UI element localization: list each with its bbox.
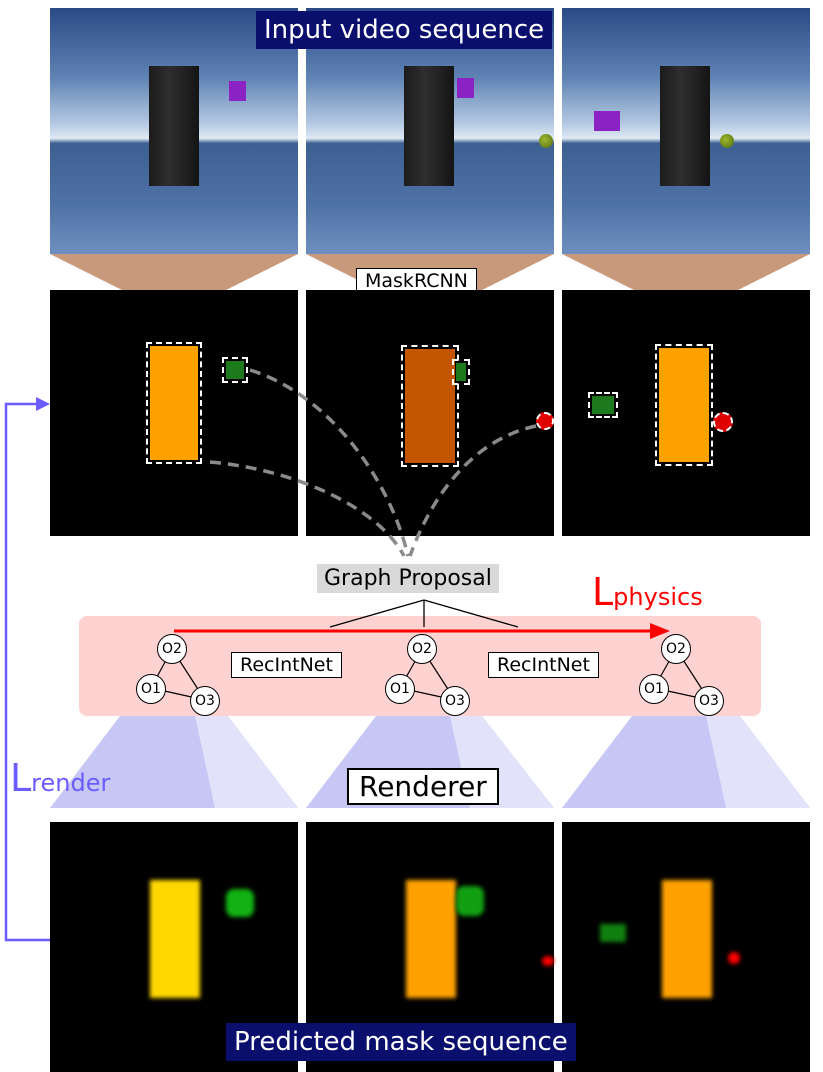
green-mask xyxy=(222,357,248,383)
projection-3-light xyxy=(706,716,810,808)
projection-1-light xyxy=(195,716,298,808)
node-o3: O3 xyxy=(440,686,470,716)
proposal-curves xyxy=(209,368,537,557)
purple-cube xyxy=(229,81,246,101)
purple-cube xyxy=(457,78,474,98)
render-l: L xyxy=(10,756,32,800)
curve-red-2 xyxy=(408,424,537,557)
renderer-projections xyxy=(50,716,810,808)
mask-frame-2 xyxy=(306,290,554,536)
node-o2: O2 xyxy=(407,634,437,664)
mask-frame-1 xyxy=(50,290,298,536)
recintnet-box-1: RecIntNet xyxy=(231,652,342,678)
render-sub: render xyxy=(31,769,111,797)
render-arrow-head xyxy=(36,397,50,411)
physics-l: L xyxy=(592,570,614,614)
node-o2: O2 xyxy=(661,634,691,664)
node-o1: O1 xyxy=(639,674,669,704)
funnel-1 xyxy=(50,254,298,290)
proposal-line-right xyxy=(423,599,519,628)
pred-red xyxy=(728,952,740,964)
green-mask xyxy=(452,359,470,385)
input-title: Input video sequence xyxy=(256,11,553,49)
input-frame-3 xyxy=(562,8,810,254)
dark-pillar xyxy=(660,66,710,186)
pred-pillar xyxy=(406,880,456,998)
input-frame-2 xyxy=(306,8,554,254)
physics-sub: physics xyxy=(613,583,703,611)
input-frame-1 xyxy=(50,8,298,254)
renderer-label: Renderer xyxy=(347,768,499,805)
red-mask xyxy=(536,412,554,430)
node-o1: O1 xyxy=(136,674,166,704)
pred-pillar xyxy=(662,880,712,998)
graph-proposal-box: Graph Proposal xyxy=(317,564,499,593)
green-ball xyxy=(720,134,734,148)
pillar-mask xyxy=(146,342,202,464)
proposal-line-left xyxy=(329,599,425,628)
red-mask xyxy=(713,412,733,432)
curve-green-1 xyxy=(249,368,410,557)
pred-green xyxy=(456,886,484,916)
node-o1: O1 xyxy=(385,674,415,704)
node-o3: O3 xyxy=(190,686,220,716)
green-ball xyxy=(539,134,553,148)
node-o2: O2 xyxy=(157,634,187,664)
pillar-mask xyxy=(401,345,459,467)
mask-frame-3 xyxy=(562,290,810,536)
maskrcnn-funnels xyxy=(50,254,810,290)
pred-pillar xyxy=(150,880,200,998)
dark-pillar xyxy=(149,66,199,186)
funnel-3 xyxy=(562,254,810,290)
purple-cube xyxy=(594,111,620,131)
pred-green xyxy=(226,889,254,917)
render-loss-bracket xyxy=(4,397,50,942)
render-loss-label: Lrender xyxy=(10,756,110,800)
physics-loss-label: Lphysics xyxy=(592,570,703,614)
pred-green xyxy=(600,924,626,942)
pillar-mask xyxy=(655,344,713,466)
curve-pillar-1 xyxy=(209,460,406,557)
dark-pillar xyxy=(404,66,454,186)
render-bracket-line xyxy=(4,402,50,942)
recintnet-box-2: RecIntNet xyxy=(488,652,599,678)
pred-frame-3 xyxy=(562,822,810,1072)
green-mask xyxy=(588,392,618,418)
physics-arrow-head xyxy=(650,623,670,639)
node-o3: O3 xyxy=(694,686,724,716)
pred-red xyxy=(542,956,554,966)
predicted-title: Predicted mask sequence xyxy=(226,1023,576,1061)
